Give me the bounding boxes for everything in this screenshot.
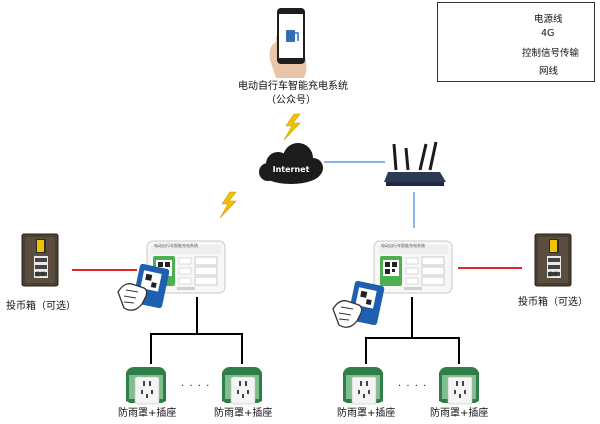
card-swipe-icon	[332, 279, 386, 328]
coin-box-icon	[21, 233, 59, 287]
coin-box-label: 投币箱（可选）	[518, 297, 588, 308]
phone-title: 电动自行车智能充电系统	[238, 81, 348, 92]
legend-item-4g: 4G	[438, 27, 594, 43]
charging-controller-device	[373, 240, 453, 294]
4g-signal-icon	[283, 113, 301, 141]
legend-label: 4G	[541, 28, 555, 39]
internet-label: Internet	[272, 165, 310, 174]
legend-item-control: 控制信号传输	[438, 44, 594, 60]
coin-box-icon	[534, 233, 572, 287]
legend-label: 电源线	[534, 14, 563, 25]
ellipsis-dots: · · · ·	[398, 381, 428, 392]
phone-subtitle: （公众号）	[266, 95, 316, 106]
rain-cover-socket-icon	[221, 366, 263, 405]
socket-label: 防雨罩+插座	[118, 408, 177, 419]
legend-label: 控制信号传输	[522, 48, 580, 59]
socket-label: 防雨罩+插座	[214, 408, 273, 419]
rain-cover-socket-icon	[438, 366, 480, 405]
legend-label: 网线	[539, 66, 559, 77]
internet-cloud-icon	[259, 143, 323, 184]
controller-panel-text: 电动自行车智能充电系统	[154, 243, 198, 248]
legend-item-network: 网线	[438, 62, 594, 78]
4g-signal-icon	[219, 191, 237, 219]
socket-label: 防雨罩+插座	[430, 408, 489, 419]
ellipsis-dots: · · · ·	[181, 381, 211, 392]
coin-box-label: 投币箱（可选）	[6, 301, 76, 312]
rain-cover-socket-icon	[342, 366, 384, 405]
legend-item-power: 电源线	[438, 10, 594, 26]
controller-panel-text: 电动自行车智能充电系统	[381, 243, 425, 248]
coin-box-panel-text: 投币	[35, 272, 46, 278]
coin-box-panel-text: 投币	[548, 272, 559, 278]
rain-cover-socket-icon	[125, 366, 167, 405]
router-icon	[384, 141, 446, 186]
smartphone-icon	[269, 8, 307, 78]
socket-label: 防雨罩+插座	[337, 408, 396, 419]
legend: 电源线 4G 控制信号传输 网线	[437, 2, 595, 82]
